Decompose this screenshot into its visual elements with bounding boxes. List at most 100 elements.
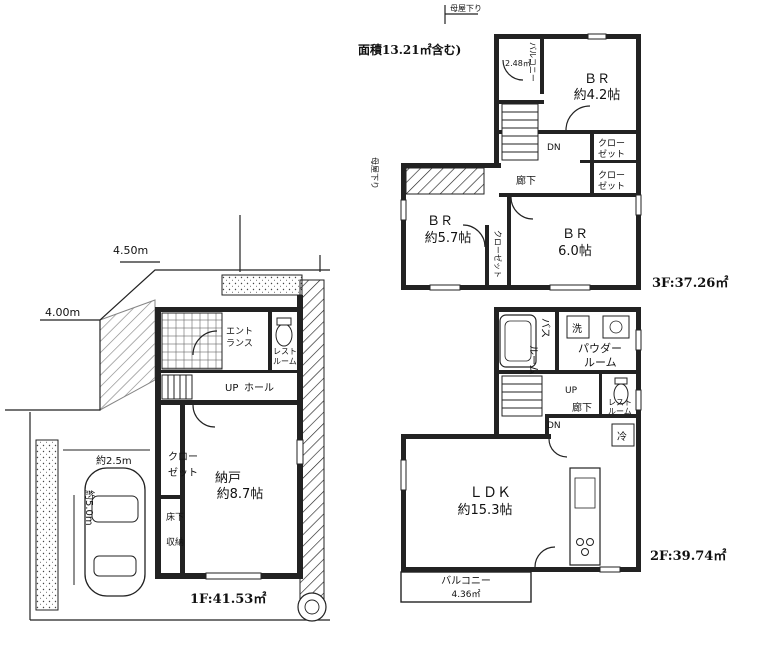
- br2-label: ＢＲ: [427, 214, 453, 229]
- door-swing: [534, 546, 556, 568]
- wall: [507, 195, 511, 287]
- toilet-icon: [275, 317, 293, 347]
- window: [635, 389, 642, 411]
- wall: [599, 374, 602, 414]
- wall: [555, 312, 559, 372]
- closet2-label-b: ゼット: [598, 180, 625, 192]
- storage-label: 納戸: [215, 471, 241, 486]
- balcony-2f: [400, 571, 532, 603]
- tree-icon: [297, 592, 327, 622]
- road-width-a: 4.50m: [113, 244, 148, 257]
- washer-icon: [566, 315, 590, 339]
- refrigerator-icon: [611, 423, 635, 447]
- wall: [155, 370, 303, 373]
- wall: [494, 34, 640, 39]
- wall: [180, 400, 185, 575]
- powder-label-a: パウダー: [578, 341, 622, 355]
- window: [400, 199, 407, 221]
- roof-hatch: [405, 167, 485, 195]
- balcony-area: 2.48㎡: [505, 59, 531, 68]
- road-width-b: 4.00m: [45, 306, 80, 319]
- restroom-label-b: ルーム: [273, 357, 297, 366]
- br3-label: ＢＲ: [562, 227, 588, 242]
- area-note: 面積13.21㎡含む): [358, 42, 461, 57]
- window: [205, 572, 262, 580]
- laundry-label: 洗: [572, 323, 582, 335]
- kitchen-sink-icon: [574, 477, 596, 509]
- third-floor-area: 3F:37.26㎡: [652, 275, 728, 291]
- br2-size: 約5.7帖: [425, 231, 472, 246]
- wall: [494, 307, 499, 439]
- corridor-label: 廊下: [516, 174, 536, 187]
- door-swing: [565, 105, 591, 131]
- closet-label-b: ゼット: [598, 148, 625, 160]
- ldk-label: ＬＤＫ: [469, 485, 511, 501]
- wall: [155, 307, 161, 579]
- up-label: UP: [565, 386, 578, 396]
- powder-label-b: ルーム: [584, 356, 617, 369]
- first-floor-plan: 納戸 約8.7帖 クロー ゼット 床下 収納 UP ホール エント ランス レス…: [155, 295, 304, 607]
- restroom-label-a: レスト: [273, 347, 297, 356]
- wall: [401, 163, 406, 290]
- door-swing: [462, 224, 486, 248]
- hall-up-label: UP: [225, 383, 238, 394]
- balcony-label: バルコニー: [528, 42, 537, 82]
- door-swing: [510, 196, 534, 220]
- door-swing: [192, 404, 216, 428]
- wall: [494, 34, 499, 167]
- balcony-area: 4.36㎡: [451, 589, 480, 600]
- restroom-label-a: レスト: [608, 398, 632, 407]
- door-swing: [548, 438, 568, 458]
- wall: [155, 307, 303, 312]
- first-floor-area: 1F:41.53㎡: [190, 591, 266, 607]
- wall: [499, 100, 544, 104]
- stairs-2f: [501, 375, 543, 417]
- closet-label-b: ゼット: [168, 467, 198, 479]
- road-hatch: [99, 299, 156, 411]
- wall: [580, 160, 640, 163]
- wall: [540, 34, 544, 94]
- wall: [155, 400, 303, 405]
- wall: [297, 295, 303, 579]
- balcony-label: バルコニー: [441, 575, 491, 587]
- closet2-label-a: クロー: [598, 170, 625, 181]
- second-floor-plan: ＬＤＫ 約15.3帖 バス ルーム パウダー ルーム 洗 冷 廊下 UP DN …: [400, 307, 726, 603]
- wall: [499, 130, 594, 134]
- hall-label: ホール: [244, 382, 274, 394]
- wall: [485, 225, 489, 287]
- window: [635, 329, 642, 351]
- wall: [268, 312, 272, 372]
- underfloor-label-b: 収納: [166, 536, 184, 548]
- car-icon: [63, 449, 150, 597]
- wall: [636, 307, 641, 572]
- wall: [401, 567, 641, 572]
- entrance-label-b: ランス: [226, 338, 253, 349]
- restroom-label-b: ルーム: [608, 407, 632, 416]
- closet3-label: クローゼット: [493, 230, 503, 278]
- closet-label-a: クロー: [598, 138, 625, 149]
- wall: [545, 414, 640, 418]
- dn-label: DN: [547, 143, 561, 153]
- wall: [590, 130, 640, 134]
- wall: [401, 285, 641, 290]
- wall: [401, 434, 406, 572]
- first-floor-site: 4.00m 4.50m 約2.5m 約5.0m: [5, 215, 330, 622]
- refrigerator-label: 冷: [617, 430, 627, 443]
- roof-note-top: 母屋下り: [450, 4, 482, 13]
- br1-size: 約4.2帖: [574, 88, 621, 103]
- window: [296, 439, 304, 465]
- side-hatch: [299, 279, 325, 611]
- br1-label: ＢＲ: [584, 72, 610, 87]
- second-floor-area: 2F:39.74㎡: [650, 548, 726, 564]
- bath-label-a: バス: [539, 318, 551, 338]
- roof-note-side: 母屋下り: [370, 157, 379, 189]
- window: [635, 194, 642, 216]
- parking-width: 約2.5m: [96, 454, 132, 467]
- window: [587, 33, 607, 40]
- window: [400, 459, 407, 491]
- wall: [155, 495, 183, 499]
- wall: [499, 370, 640, 374]
- window: [429, 284, 461, 291]
